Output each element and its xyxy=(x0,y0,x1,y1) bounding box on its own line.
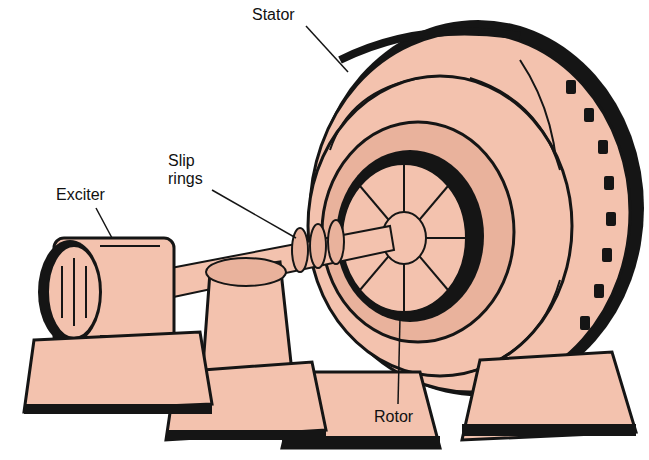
stator-front-frame xyxy=(308,76,572,376)
leader-lines xyxy=(96,26,400,404)
foot-shadow xyxy=(462,424,636,436)
base-shadow xyxy=(24,404,212,414)
bearing-cap xyxy=(206,258,286,286)
exciter-base xyxy=(24,332,212,412)
part-label: Exciter xyxy=(56,186,136,204)
part-label: Rotor xyxy=(374,408,454,426)
part-label: Slip rings xyxy=(168,152,220,188)
stator-inner-ring xyxy=(322,122,514,342)
slip-rings xyxy=(292,220,344,272)
exciter-face-shadow xyxy=(38,240,102,344)
base-shadow xyxy=(166,430,326,440)
exciter-face xyxy=(48,246,100,338)
shading xyxy=(340,31,520,60)
exciter-band xyxy=(100,246,160,336)
vent-slots xyxy=(566,80,616,330)
stator-foot xyxy=(462,352,636,440)
part-label: Stator xyxy=(252,6,332,24)
exciter-commutator xyxy=(62,258,86,326)
